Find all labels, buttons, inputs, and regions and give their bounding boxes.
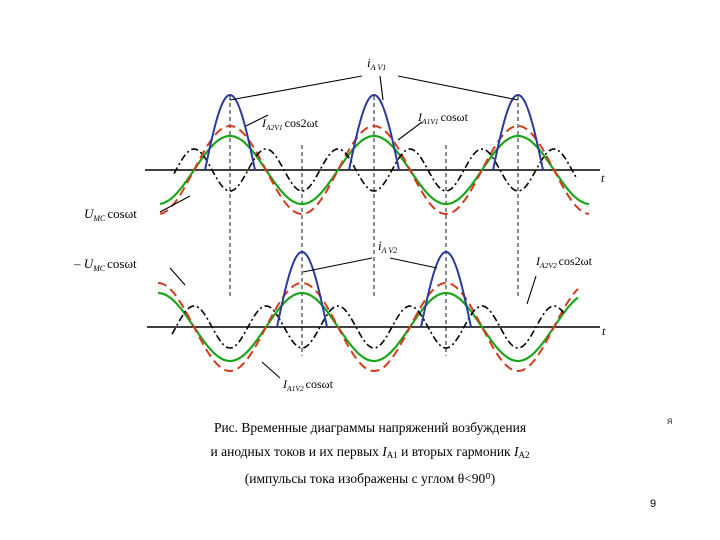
- page-number: 9: [650, 498, 657, 510]
- caption-i2: I: [513, 444, 519, 459]
- second-harmonic-curve-top: [173, 148, 577, 192]
- label-ia-v1: iA V1: [367, 55, 386, 72]
- leader-ia2v1: [245, 114, 269, 127]
- caption-line-2-b: и вторых гармоник: [397, 444, 514, 459]
- excitation-voltage-curve-bottom: [157, 281, 579, 373]
- leader-ia-v1-1: [229, 75, 363, 101]
- timing-diagram: t t: [73, 55, 606, 393]
- current-pulses-bottom: [276, 250, 472, 328]
- caption-i2-sub: A2: [518, 450, 530, 460]
- leader-neg-umc: [169, 267, 186, 286]
- caption-line-3: (импульсы тока изображены с углом θ<90⁰): [244, 471, 496, 486]
- time-label-top: t: [601, 171, 605, 185]
- excitation-voltage-curve-top: [159, 125, 590, 215]
- axis-bottom: t: [147, 324, 606, 338]
- caption-line-1: Рис. Временные диаграммы напряжений возб…: [213, 420, 527, 435]
- leader-lines: [159, 75, 537, 379]
- figure-caption: Рис. Временные диаграммы напряжений возб…: [150, 416, 590, 491]
- corner-mark: я: [667, 416, 673, 427]
- current-pulses-top: [204, 93, 544, 171]
- time-label-bottom: t: [602, 324, 606, 338]
- curves-bottom: [157, 250, 579, 373]
- leader-ia-v2-1: [302, 257, 373, 273]
- leader-ia1v2: [261, 361, 281, 379]
- leader-ia-v1-3: [397, 75, 519, 101]
- reference-lines: [229, 96, 519, 356]
- first-harmonic-curve-top: [159, 134, 590, 206]
- leader-umc: [159, 195, 191, 213]
- caption-line-2-a: и анодных токов и их первых: [210, 444, 383, 459]
- second-harmonic-curve-bottom: [171, 305, 565, 349]
- caption-i1-sub: A1: [386, 450, 398, 460]
- caption-line-2: и анодных токов и их первых IA1 и вторых…: [150, 440, 590, 467]
- label-ia-v2: iA V2: [378, 238, 397, 255]
- first-harmonic-curve-bottom: [157, 291, 579, 363]
- axis-top: t: [145, 169, 605, 185]
- leader-ia-v2-2: [389, 257, 438, 269]
- caption-i1: I: [382, 444, 387, 459]
- curves-top: [159, 93, 590, 215]
- leader-ia-v1-2: [379, 75, 384, 101]
- leader-ia2v2: [526, 275, 537, 305]
- leader-ia1v1: [397, 121, 423, 141]
